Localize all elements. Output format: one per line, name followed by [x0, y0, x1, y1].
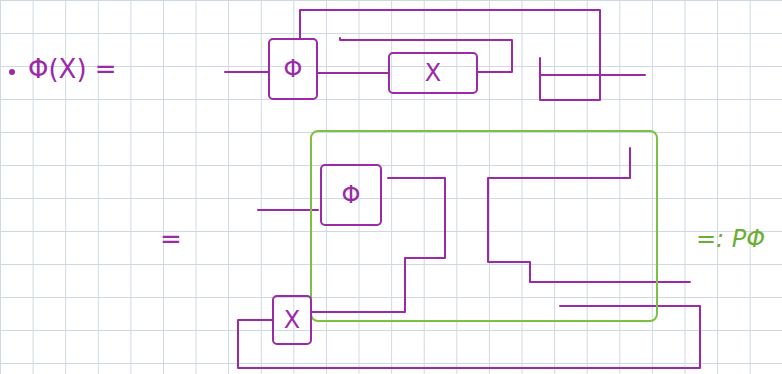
comb-wire — [488, 148, 690, 282]
bullet-dot — [10, 70, 14, 74]
output-wire — [540, 74, 645, 76]
loop-wire — [238, 306, 700, 368]
input-wire — [225, 71, 268, 73]
input-wire — [258, 209, 318, 211]
tensor-name: X — [284, 308, 300, 332]
region-name: =: PΦ — [696, 227, 765, 251]
equation-lhs: Φ(X) = — [28, 56, 117, 82]
comb-wire — [312, 178, 445, 312]
trace-loop — [300, 10, 600, 100]
equals-sign: = — [160, 226, 182, 252]
tensor-name: Φ — [342, 183, 361, 207]
tensor-box: X — [388, 52, 478, 94]
tensor-wire — [318, 72, 388, 74]
tensor-name: X — [425, 61, 441, 85]
tensor-box: Φ — [320, 164, 382, 226]
tensor-name: Φ — [284, 57, 303, 81]
contracted-region: =: PΦΦ — [310, 130, 658, 322]
tensor-box: Φ — [268, 38, 318, 100]
tensor-box: X — [272, 295, 312, 345]
